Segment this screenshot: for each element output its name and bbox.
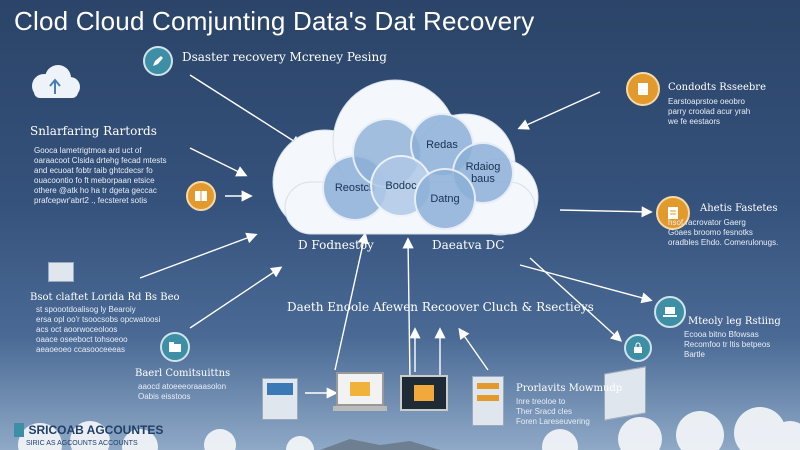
left-text-2: st spoootdoalisog ly Bearoiy ersa opl oo… bbox=[36, 305, 161, 354]
right-heading-1: Condodts Rsseebre bbox=[668, 82, 766, 93]
right-heading-2: Ahetis Fastetes bbox=[700, 203, 778, 214]
cloud-upload-icon bbox=[32, 65, 80, 98]
server-icon bbox=[472, 376, 504, 426]
left-text-1: Gooca lametrigtmoa ard uct of oaraacoot … bbox=[34, 146, 167, 205]
right-heading-3: Mteoly leg Rstiing bbox=[688, 316, 781, 327]
left-heading-2: Bsot claftet Lorida Rd Bs Beo bbox=[30, 292, 180, 303]
right-heading-4: Prorlavits Mowmudp bbox=[516, 383, 623, 394]
folder-icon bbox=[160, 332, 190, 362]
tablet-icon bbox=[400, 375, 450, 417]
cloud-label-right: Daeatva DC bbox=[432, 238, 505, 252]
book-icon bbox=[186, 181, 216, 211]
laptop-icon bbox=[333, 372, 387, 412]
right-text-1: Earstoaprstoe oeobro parry croolad acur … bbox=[668, 97, 751, 126]
monitor-icon bbox=[48, 262, 74, 282]
left-heading-1: Snlarfaring Rartords bbox=[30, 124, 157, 138]
left-heading-3: Baerl Comitsuittns bbox=[135, 368, 231, 379]
bottom-heading: Daeth Enoole Afewen Recoover Cluch & Rse… bbox=[287, 300, 594, 314]
right-text-3: Ecooa bitno Bfowsas Recomfoo tr ltis bet… bbox=[684, 330, 771, 359]
right-text-4: Inre treoloe to Ther Sracd cles Foren La… bbox=[516, 397, 590, 426]
laptop-circle-icon bbox=[654, 296, 686, 328]
left-text-3: aaocd atoeeeoraaasolon Oabis eisstoos bbox=[138, 382, 227, 401]
document-icon bbox=[626, 72, 660, 106]
cloud-label-left: D Fodnestoy bbox=[298, 238, 374, 252]
brand-logo: SRICOAB AGCOUNTES SIRIC AS AGCOUNTS ACCO… bbox=[14, 421, 163, 449]
top-label: Dsaster recovery Mcreney Pesing bbox=[182, 50, 387, 64]
right-text-2: hsof racrovator Gaerg Goaes broomo fesno… bbox=[668, 218, 779, 247]
list-document-icon bbox=[656, 196, 690, 230]
lock-icon bbox=[624, 334, 652, 362]
page-title: Clod Cloud Comjunting Data's Dat Recover… bbox=[14, 6, 535, 36]
desktop-icon bbox=[262, 378, 298, 420]
cloud-bubble-datng: Datng bbox=[414, 168, 476, 230]
pen-icon bbox=[143, 46, 173, 76]
bottom-clouds bbox=[18, 407, 800, 450]
